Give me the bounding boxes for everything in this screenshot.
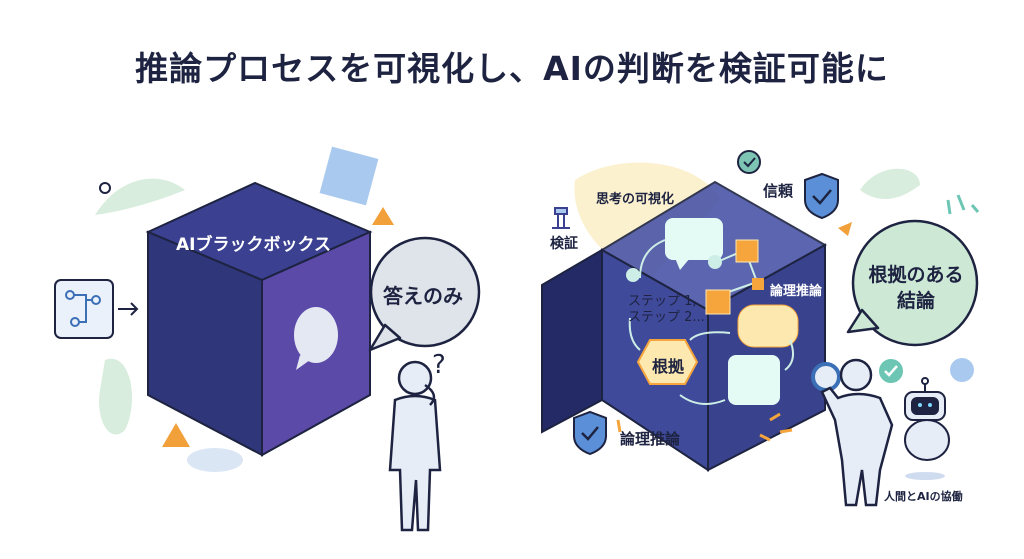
check-circle-icon bbox=[879, 359, 903, 383]
steps-text-1: ステップ 1, bbox=[628, 294, 697, 309]
circuit-icon bbox=[54, 279, 139, 339]
robot-icon bbox=[904, 377, 950, 480]
transparent-cube bbox=[600, 180, 828, 472]
visualization-label: 思考の可視化 bbox=[596, 192, 675, 207]
circle-decoration bbox=[99, 182, 111, 194]
answer-only-text: 答えのみ bbox=[383, 284, 463, 308]
page-title: 推論プロセスを可視化し、AIの判断を検証可能に bbox=[135, 49, 889, 88]
node-cube-icon bbox=[705, 289, 731, 315]
inner-reasoning-label: 論理推論 bbox=[770, 284, 823, 299]
black-box-label: AIブラックボックス bbox=[176, 235, 331, 255]
chat-bubble-icon bbox=[728, 355, 780, 405]
chat-bubble-icon bbox=[950, 358, 974, 382]
triangle-decoration bbox=[838, 222, 852, 236]
shield-check-icon bbox=[573, 410, 607, 456]
conclusion-text-2: 結論 bbox=[896, 290, 935, 312]
triangle-decoration bbox=[372, 207, 394, 225]
chat-bubble-icon bbox=[737, 304, 799, 348]
chat-bubble-icon bbox=[665, 218, 723, 260]
conclusion-text-1: 根拠のある bbox=[868, 264, 964, 286]
leaf-decoration bbox=[99, 358, 133, 435]
black-box-cube bbox=[145, 181, 373, 457]
verification-label: 検証 bbox=[550, 236, 578, 252]
check-circle-icon bbox=[737, 150, 761, 174]
answer-speech-bubble bbox=[368, 236, 481, 352]
leaf-decoration bbox=[95, 178, 185, 215]
conclusion-speech-bubble bbox=[846, 219, 979, 347]
magnifying-glass-icon bbox=[811, 362, 841, 392]
leaf-decoration bbox=[860, 168, 920, 200]
blob-decoration bbox=[187, 448, 243, 472]
evidence-label: 根拠 bbox=[652, 357, 685, 376]
square-decoration bbox=[319, 146, 379, 206]
sparkle-decoration bbox=[946, 194, 980, 215]
scale-icon bbox=[552, 207, 570, 229]
confused-person bbox=[388, 360, 442, 532]
triangle-decoration bbox=[162, 423, 190, 447]
question-mark: ? bbox=[432, 350, 446, 380]
steps-text-2: ステップ 2... bbox=[628, 310, 705, 325]
shield-check-icon bbox=[804, 172, 839, 220]
collaboration-label: 人間とAIの協働 bbox=[884, 490, 963, 503]
evidence-hexagon bbox=[636, 339, 699, 385]
open-door-panel bbox=[541, 248, 603, 434]
node-cube-icon bbox=[735, 239, 759, 263]
trust-label: 信頼 bbox=[763, 182, 794, 200]
bottom-reasoning-label: 論理推論 bbox=[620, 430, 681, 448]
chat-bubble-icon bbox=[294, 307, 338, 363]
investigating-person bbox=[820, 358, 894, 507]
